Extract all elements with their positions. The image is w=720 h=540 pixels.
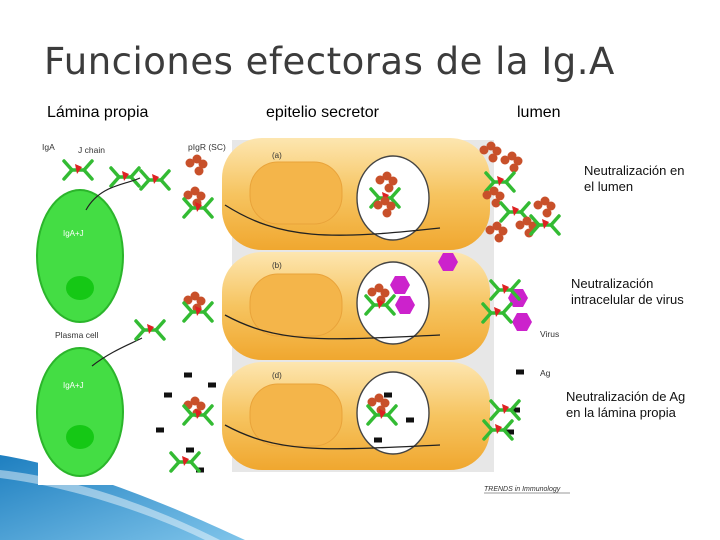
annotation-neutralizacion-lamina: Neutralización de Ag en la lámina propia [566, 389, 686, 420]
column-label-lumen: lumen [517, 104, 561, 121]
annotation-neutralizacion-intracelular: Neutralización intracelular de virus [571, 276, 684, 307]
plasma-cell-top [36, 189, 124, 323]
slide-title: Funciones efectoras de la Ig.A [44, 40, 615, 83]
virus-label: Virus [540, 329, 559, 339]
legend-jchain-label: J chain [78, 145, 105, 155]
legend-iga-label: IgA [42, 142, 55, 152]
panel-label-b: (b) [272, 261, 282, 270]
plasma-cell-bottom [36, 347, 124, 477]
antigen-label: Ag [540, 368, 551, 378]
iga-j-label-top: IgA+J [63, 229, 84, 238]
annotation-neutralizacion-lumen: Neutralización en el lumen [584, 163, 685, 194]
column-label-epitelio-secretor: epitelio secretor [266, 104, 379, 121]
iga-j-label-bottom: IgA+J [63, 381, 84, 390]
plasma-cell-label: Plasma cell [55, 330, 99, 340]
virus-icon [512, 313, 532, 331]
column-label-lamina-propia: Lámina propia [47, 104, 149, 121]
panel-label-d: (d) [272, 371, 282, 380]
legend-pigr-label: pIgR (SC) [188, 142, 226, 152]
panel-label-a: (a) [272, 151, 282, 160]
figure-credit: TRENDS in Immunology [484, 486, 561, 493]
